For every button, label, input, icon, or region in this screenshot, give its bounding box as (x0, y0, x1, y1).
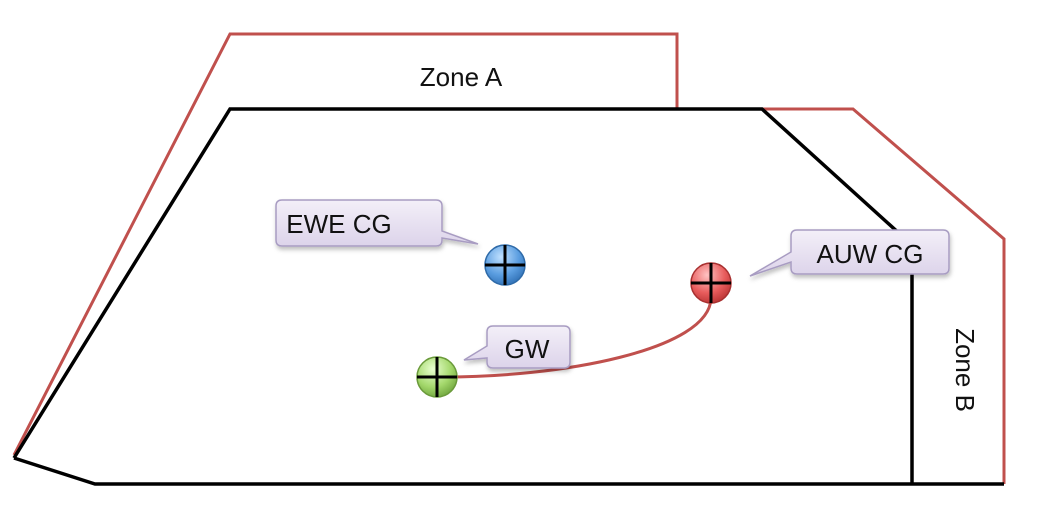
inner-envelope-top-line (12, 107, 914, 484)
zone-a-label: Zone A (420, 62, 503, 92)
ewe-cg-callout (275, 199, 479, 247)
auw-cg-label: AUW CG (817, 239, 924, 269)
gw-callout (463, 325, 571, 369)
loading-trajectory-curve (436, 297, 713, 379)
auw-cg-callout (749, 229, 950, 277)
gw-marker-icon (416, 356, 458, 398)
zone-b-label: Zone B (950, 328, 980, 412)
gw-label: GW (505, 334, 550, 364)
ewe-cg-label: EWE CG (286, 209, 391, 239)
auw-cg-marker-icon (690, 262, 732, 304)
inner-envelope-line (13, 456, 1004, 486)
ewe-cg-marker-icon (484, 244, 526, 286)
